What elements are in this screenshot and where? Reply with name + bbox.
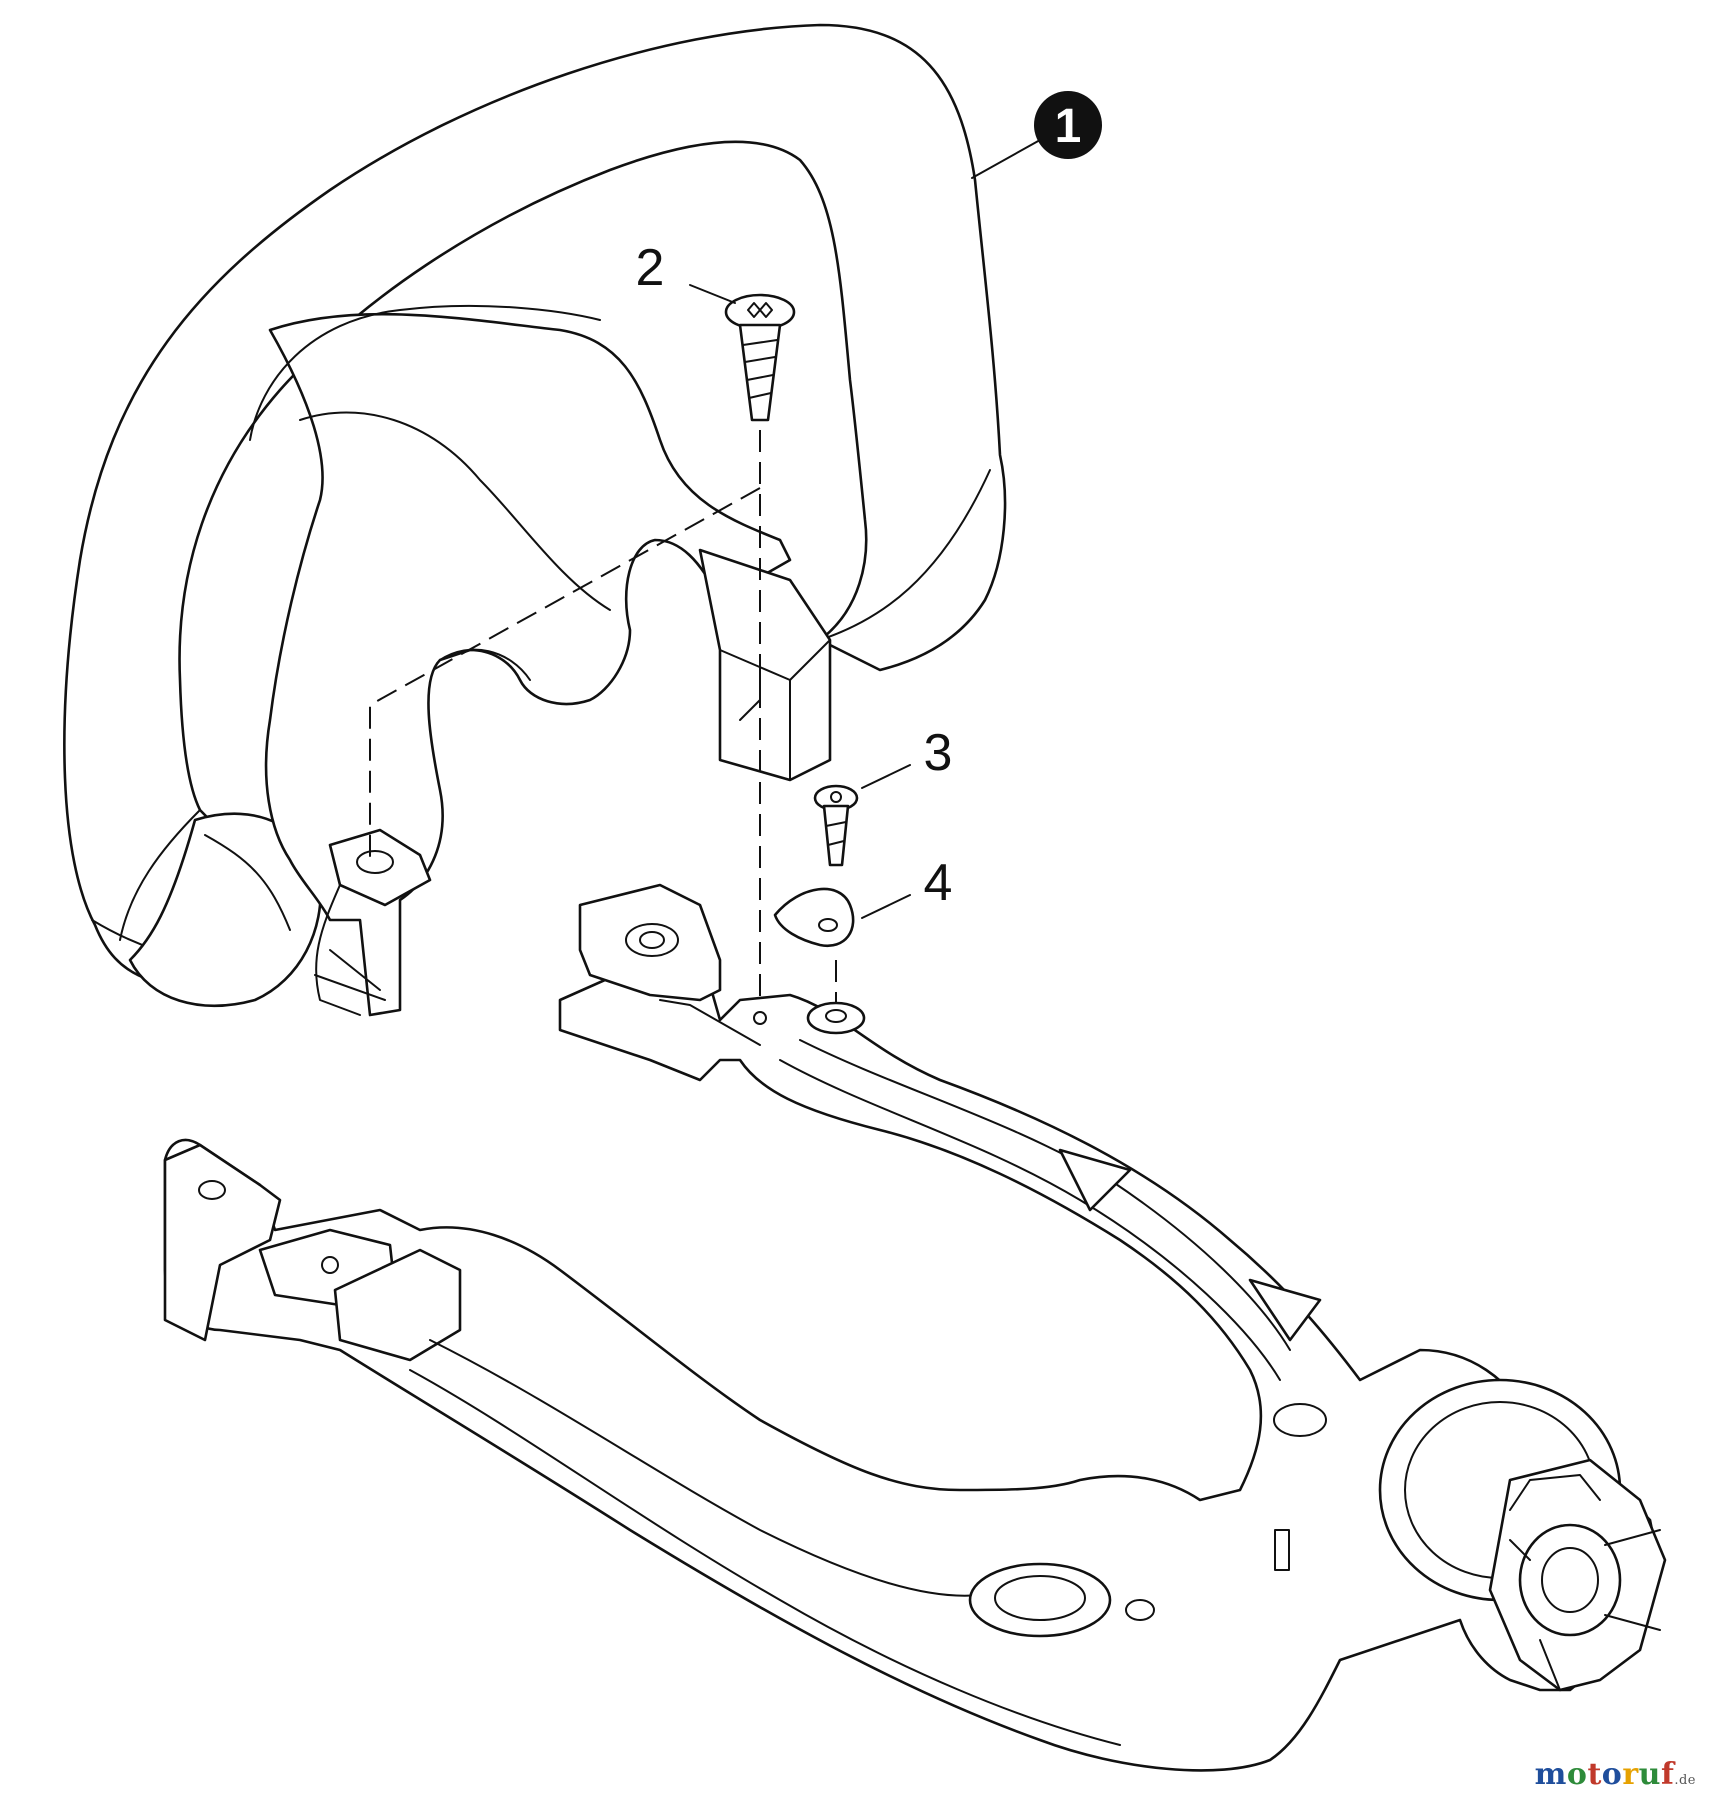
callout-4-number: 4 bbox=[924, 854, 953, 912]
small-screw bbox=[813, 784, 859, 867]
front-handle-bow bbox=[63, 23, 1007, 1007]
tab-washer bbox=[773, 887, 855, 948]
handle-mounting-bracket bbox=[249, 304, 832, 1017]
callout-3-number: 3 bbox=[924, 724, 953, 782]
watermark-letter: m bbox=[1534, 1757, 1567, 1792]
watermark-letter: t bbox=[1587, 1757, 1602, 1792]
watermark-letter: o bbox=[1601, 1757, 1623, 1792]
motoruf-watermark-logo: motoruf.de bbox=[1535, 1757, 1696, 1792]
watermark-letter: o bbox=[1566, 1757, 1588, 1792]
leader-lines bbox=[689, 139, 1041, 919]
watermark-letter: u bbox=[1638, 1757, 1661, 1792]
watermark-tld: .de bbox=[1674, 1773, 1696, 1788]
torx-screw bbox=[724, 293, 796, 422]
callout-1-number: 1 bbox=[1055, 100, 1082, 153]
lower-frame bbox=[163, 883, 1667, 1772]
callout-2-number: 2 bbox=[636, 239, 665, 297]
callout-1: 1 bbox=[1034, 91, 1102, 159]
watermark-letter: r bbox=[1622, 1757, 1639, 1792]
watermark-letter: f bbox=[1660, 1757, 1675, 1792]
